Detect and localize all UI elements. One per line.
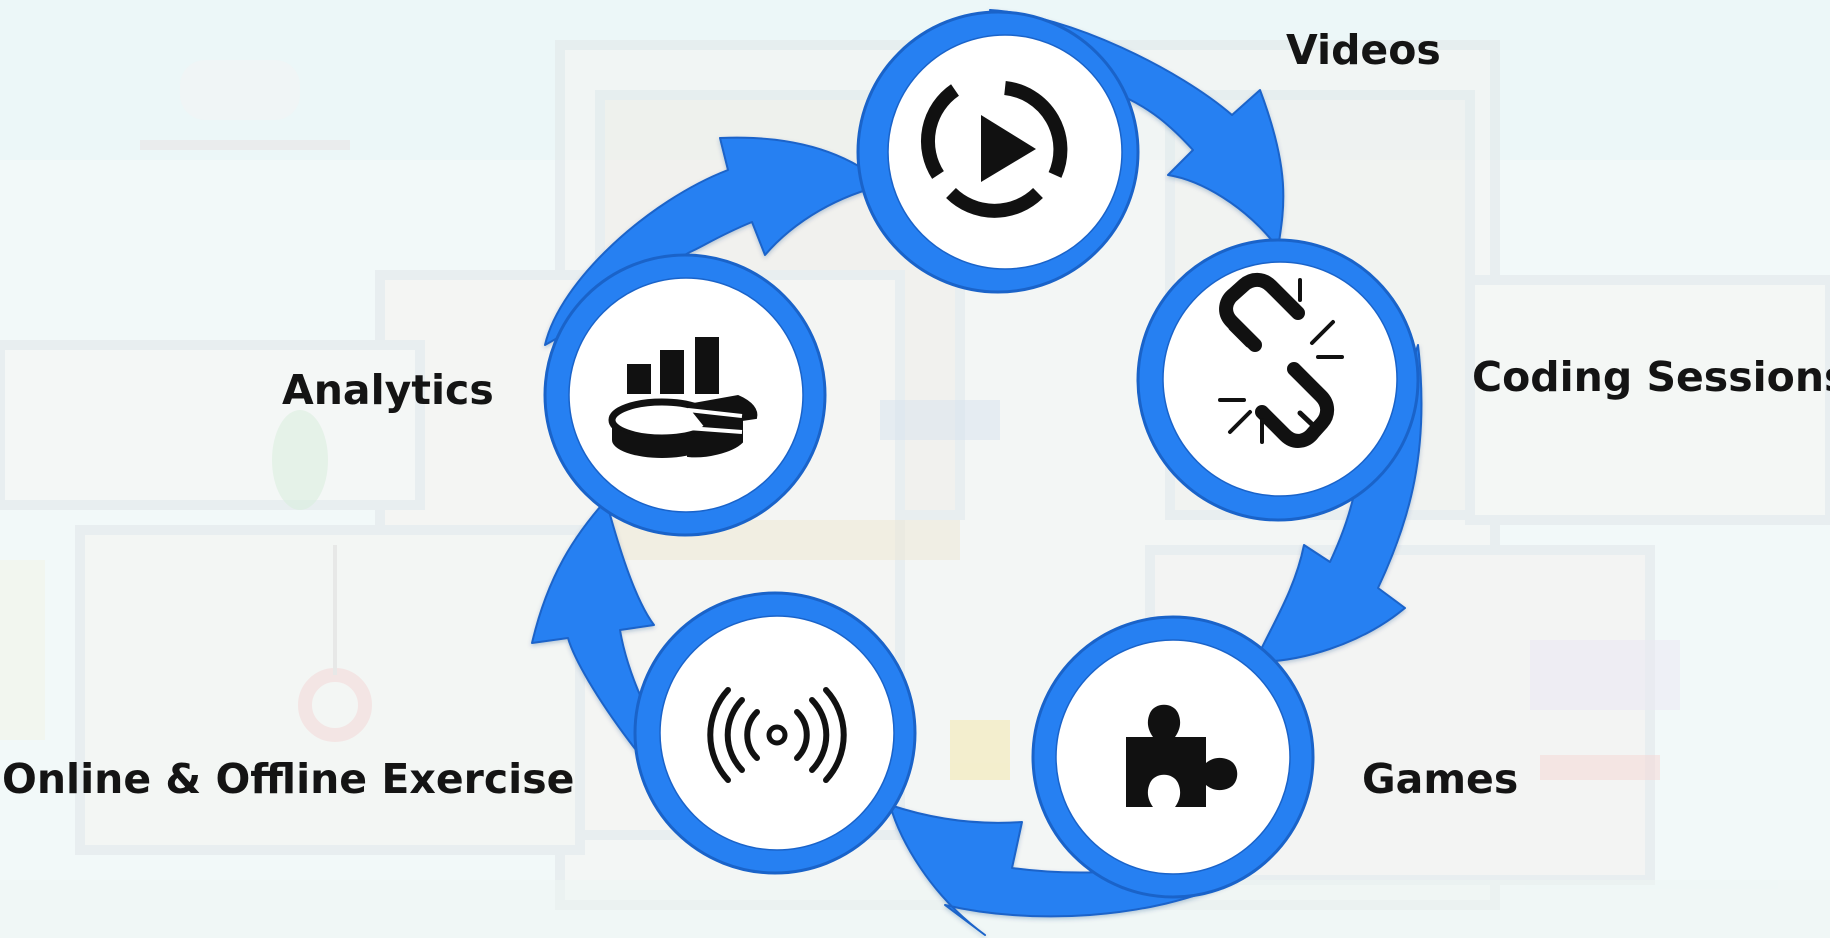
- disc-coding: [1162, 261, 1398, 497]
- label-coding-sessions: Coding Sessions: [1472, 353, 1830, 401]
- disc-analytics: [568, 277, 804, 513]
- label-games: Games: [1362, 755, 1519, 803]
- label-online-offline-exercise: Online & Offline Exercise: [2, 755, 575, 803]
- broadcast-signal-icon: [707, 687, 847, 783]
- puzzle-piece-icon: [1126, 704, 1238, 807]
- label-videos: Videos: [1286, 26, 1441, 74]
- broken-chain-link-icon: [1218, 272, 1344, 448]
- disc-exercise: [659, 615, 895, 851]
- arrow-games-to-exercise: [889, 804, 1236, 936]
- play-button-icon: [921, 81, 1068, 218]
- cycle-arrows: [531, 9, 1423, 936]
- bar-pie-chart-icon: [608, 337, 758, 458]
- label-analytics: Analytics: [282, 366, 494, 414]
